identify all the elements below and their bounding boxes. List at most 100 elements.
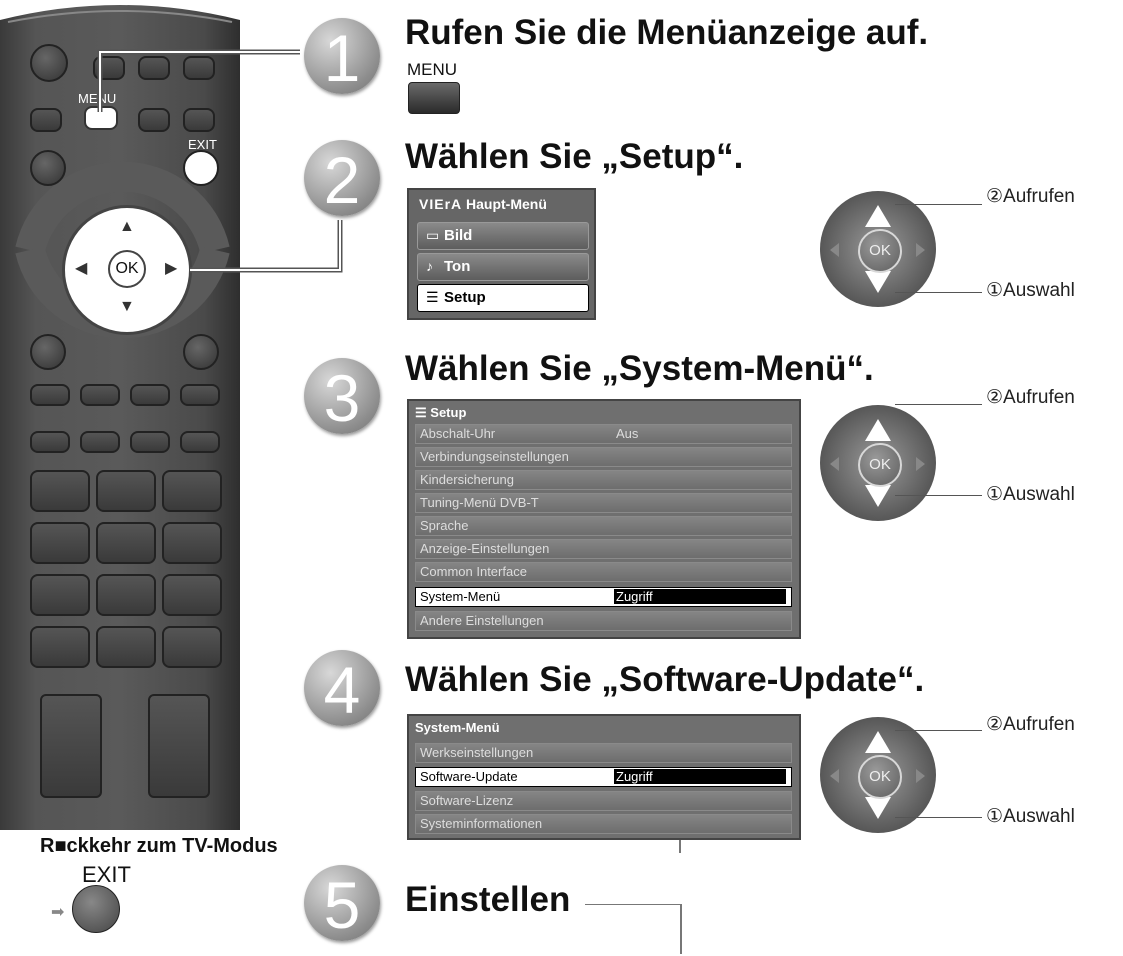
remote-button[interactable]: [180, 431, 220, 453]
auswahl-label: ①Auswahl: [986, 280, 1075, 301]
menu-row[interactable]: Common Interface: [415, 562, 792, 582]
remote-button[interactable]: [138, 108, 170, 132]
step-4-circle: 4: [304, 650, 380, 727]
setup-menu: ☰ Setup Abschalt-Uhr Aus Verbindungseins…: [407, 399, 801, 639]
number-button[interactable]: [162, 522, 222, 564]
number-button[interactable]: [96, 522, 156, 564]
right-arrow-icon: [916, 769, 925, 783]
menu-row[interactable]: Sprache: [415, 516, 792, 536]
number-button[interactable]: [96, 626, 156, 668]
number-button[interactable]: [96, 574, 156, 616]
right-arrow-icon: [916, 243, 925, 257]
ok-button[interactable]: OK: [858, 443, 902, 487]
exit-button[interactable]: [183, 150, 219, 186]
number-button[interactable]: [30, 470, 90, 512]
menu-button-illustration: [408, 82, 460, 114]
aufrufen-label: ②Aufrufen: [986, 186, 1075, 207]
step-3-title: Wählen Sie „System-Menü“.: [405, 349, 874, 388]
remote-button[interactable]: [130, 384, 170, 406]
menu-row[interactable]: Werkseinstellungen: [415, 743, 792, 763]
number-button[interactable]: [30, 522, 90, 564]
return-to-tv-caption: R■ckkehr zum TV-Modus: [40, 835, 278, 857]
menu-button-caption: MENU: [407, 60, 458, 79]
remote-button[interactable]: [30, 431, 70, 453]
remote-round-button[interactable]: [183, 334, 219, 370]
picture-icon: ▭: [426, 227, 440, 243]
step-5-circle: 5: [304, 865, 380, 942]
ok-button[interactable]: OK: [858, 755, 902, 799]
left-arrow-icon: [830, 457, 839, 471]
remote-dpad[interactable]: OK ▲ ▼ ◀ ▶: [62, 205, 192, 335]
menu-row-selected[interactable]: Software-Update Zugriff: [415, 767, 792, 787]
volume-button[interactable]: [40, 694, 102, 798]
menu-row-selected[interactable]: System-Menü Zugriff: [415, 587, 792, 607]
channel-button[interactable]: [148, 694, 210, 798]
step-2-title: Wählen Sie „Setup“.: [405, 137, 744, 176]
number-button[interactable]: [162, 574, 222, 616]
exit-button-label: EXIT: [188, 137, 217, 152]
step-4-dpad[interactable]: OK: [820, 717, 936, 833]
step-1-title: Rufen Sie die Menüanzeige auf.: [405, 13, 929, 52]
number-button[interactable]: [162, 626, 222, 668]
menu-button-label: MENU: [78, 91, 117, 106]
remote-round-button[interactable]: [30, 150, 66, 186]
remote-button[interactable]: [80, 431, 120, 453]
aufrufen-label: ②Aufrufen: [986, 387, 1075, 408]
system-menu: System-Menü Werkseinstellungen Software-…: [407, 714, 801, 840]
step-4-title: Wählen Sie „Software-Update“.: [405, 660, 925, 699]
menu-row[interactable]: Verbindungseinstellungen: [415, 447, 792, 467]
up-arrow-icon: [865, 419, 891, 441]
power-button[interactable]: [30, 44, 68, 82]
list-icon: ☰: [426, 289, 439, 305]
remote-ok-button[interactable]: OK: [108, 250, 146, 288]
remote-round-button[interactable]: [30, 334, 66, 370]
number-button[interactable]: [30, 574, 90, 616]
arrow-right-icon: ▶: [165, 260, 178, 277]
number-button[interactable]: [162, 470, 222, 512]
step-number: 5: [323, 868, 361, 942]
up-arrow-icon: [865, 205, 891, 227]
remote-button[interactable]: [130, 431, 170, 453]
menu-row[interactable]: Tuning-Menü DVB-T: [415, 493, 792, 513]
auswahl-label: ①Auswahl: [986, 484, 1075, 505]
viera-main-menu: VIErA Haupt-Menü ▭ Bild ♪ Ton ☰ Setup: [407, 188, 596, 320]
menu-row[interactable]: Software-Lizenz: [415, 791, 792, 811]
viera-menu-title: Haupt-Menü: [466, 196, 547, 212]
up-arrow-icon: [865, 731, 891, 753]
step-5-title: Einstellen: [405, 880, 571, 919]
viera-logo: VIErA: [419, 196, 463, 212]
remote-control: MENU EXIT OK ▲ ▼ ◀ ▶: [0, 0, 245, 830]
right-arrow-icon: [916, 457, 925, 471]
menu-item-bild[interactable]: ▭ Bild: [417, 222, 589, 250]
menu-item-label: Ton: [444, 258, 471, 275]
menu-row[interactable]: Kindersicherung: [415, 470, 792, 490]
menu-row[interactable]: Systeminformationen: [415, 814, 792, 834]
step-number: 3: [323, 361, 361, 435]
menu-row[interactable]: Anzeige-Einstellungen: [415, 539, 792, 559]
remote-button[interactable]: [183, 108, 215, 132]
down-arrow-icon: [865, 797, 891, 819]
step-3-circle: 3: [304, 358, 380, 435]
remote-button[interactable]: [30, 384, 70, 406]
menu-row[interactable]: Andere Einstellungen: [415, 611, 792, 631]
step-number: 4: [323, 653, 361, 727]
list-icon: ☰: [415, 405, 427, 420]
music-note-icon: ♪: [426, 258, 433, 274]
step-2-dpad[interactable]: OK: [820, 191, 936, 307]
remote-button[interactable]: [138, 56, 170, 80]
menu-item-setup[interactable]: ☰ Setup: [417, 284, 589, 312]
step-3-dpad[interactable]: OK: [820, 405, 936, 521]
ok-button[interactable]: OK: [858, 229, 902, 273]
remote-button[interactable]: [30, 108, 62, 132]
menu-item-ton[interactable]: ♪ Ton: [417, 253, 589, 281]
down-arrow-icon: [865, 271, 891, 293]
remote-button[interactable]: [80, 384, 120, 406]
number-button[interactable]: [30, 626, 90, 668]
remote-button[interactable]: [180, 384, 220, 406]
exit-button-illustration: [72, 885, 120, 933]
system-menu-title: System-Menü: [415, 720, 500, 735]
number-button[interactable]: [96, 470, 156, 512]
remote-button[interactable]: [183, 56, 215, 80]
menu-row[interactable]: Abschalt-Uhr Aus: [415, 424, 792, 444]
